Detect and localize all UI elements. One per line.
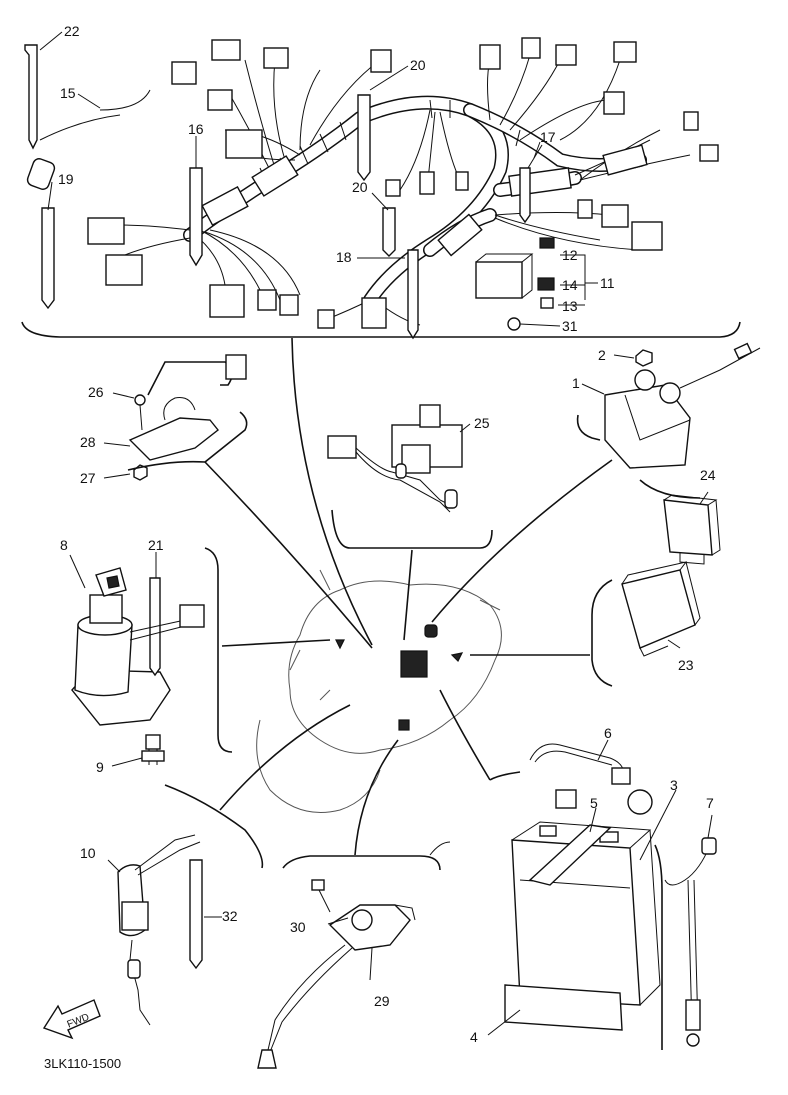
callout-3: 3 — [670, 777, 678, 793]
callout-24: 24 — [700, 467, 716, 483]
flasher-assembly — [591, 491, 721, 687]
sensor-assembly — [257, 855, 441, 1069]
callout-26: 26 — [88, 384, 104, 400]
callout-19: 19 — [58, 171, 74, 187]
callout-4: 4 — [470, 1029, 478, 1045]
callout-14: 14 — [562, 277, 578, 293]
frame-outline — [256, 569, 502, 813]
fwd-arrow-icon: FWD — [42, 999, 101, 1040]
callout-28: 28 — [80, 434, 96, 450]
main-harness-group — [21, 37, 741, 340]
callout-22: 22 — [64, 23, 80, 39]
callout-16: 16 — [188, 121, 204, 137]
callout-9: 9 — [96, 759, 104, 775]
callout-29: 29 — [374, 993, 390, 1009]
callout-7: 7 — [706, 795, 714, 811]
callout-12: 12 — [562, 247, 578, 263]
callout-17: 17 — [540, 129, 556, 145]
callout-23: 23 — [678, 657, 694, 673]
main-switch-assembly — [69, 547, 233, 767]
callout-13: 13 — [562, 298, 578, 314]
callout-32: 32 — [222, 908, 238, 924]
assembly-arrows — [204, 337, 613, 856]
starter-relay-assembly — [576, 342, 761, 499]
callout-10: 10 — [80, 845, 96, 861]
callout-8: 8 — [60, 537, 68, 553]
bracket-assembly — [103, 354, 248, 481]
callout-25: 25 — [474, 415, 490, 431]
callout-20b: 20 — [352, 179, 368, 195]
callout-1: 1 — [572, 375, 580, 391]
callout-2: 2 — [598, 347, 606, 363]
neutral-switch-assembly — [107, 784, 264, 1026]
callout-27: 27 — [80, 470, 96, 486]
battery-assembly — [429, 739, 717, 1050]
callout-labels: 22 15 16 19 20 20 17 18 12 11 14 13 31 2… — [44, 23, 716, 1071]
diagram-code: 3LK110-1500 — [44, 1056, 121, 1071]
callout-15: 15 — [60, 85, 76, 101]
callout-30: 30 — [290, 919, 306, 935]
top-leaders — [39, 31, 598, 327]
callout-6: 6 — [604, 725, 612, 741]
callout-18: 18 — [336, 249, 352, 265]
relay-assembly — [327, 404, 493, 549]
callout-31: 31 — [562, 318, 578, 334]
callout-5: 5 — [590, 795, 598, 811]
callout-20a: 20 — [410, 57, 426, 73]
callout-11: 11 — [600, 275, 615, 291]
callout-21: 21 — [148, 537, 164, 553]
